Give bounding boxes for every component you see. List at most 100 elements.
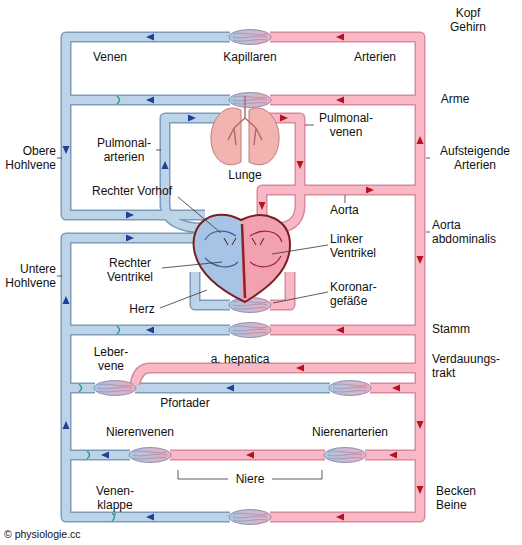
flow-arrow — [417, 256, 424, 264]
heart-part-label: Rechter Ventrikel — [98, 256, 162, 284]
flow-arrow — [126, 212, 134, 219]
leader-line — [162, 262, 222, 268]
heart-valve — [224, 238, 264, 245]
vein-arrows — [63, 34, 235, 521]
heart-septum — [242, 224, 245, 298]
flow-arrow — [297, 161, 304, 169]
vessel-label: Obere Hohlvene — [0, 144, 56, 172]
vessel-label: a. hepatica — [200, 352, 280, 366]
vessel-label: Untere Hohlvene — [0, 262, 56, 290]
lung-lobe — [211, 108, 241, 165]
lung-lobe — [249, 108, 279, 165]
venous-valve — [87, 451, 90, 459]
flow-arrow — [417, 421, 424, 429]
leader-line — [345, 195, 346, 203]
leader-line — [426, 158, 430, 159]
valve-label: Venen- klappe — [90, 484, 140, 512]
vessel-label: Koronar- gefäße — [330, 280, 390, 308]
heart-part-label: Rechter Vorhof — [92, 184, 192, 198]
leader-line — [273, 292, 328, 303]
flow-arrow — [146, 327, 154, 334]
flow-arrow — [280, 115, 288, 122]
vessel-label: Leber- vene — [86, 345, 136, 373]
flow-arrow — [126, 235, 134, 242]
leader-line — [272, 245, 328, 254]
vessel-label: Pfortader — [150, 396, 220, 410]
vessel-label: Pulmonal- venen — [314, 111, 378, 139]
venous-valve — [117, 96, 120, 104]
vessel-label: Nierenvenen — [100, 425, 180, 439]
flow-arrow — [296, 365, 304, 372]
capillary-bed — [324, 448, 366, 463]
leader-lines — [57, 125, 430, 515]
artery-network — [135, 37, 420, 517]
organ-label: Lunge — [222, 168, 268, 182]
region-label: Verdauungs- trakt — [432, 352, 506, 380]
flow-arrow — [146, 97, 154, 104]
heart-valve — [205, 231, 238, 267]
region-label: Stamm — [432, 322, 492, 336]
capillary-bed — [329, 381, 371, 396]
flow-arrow — [336, 97, 344, 104]
flow-arrow — [389, 452, 397, 459]
capillary-bed — [94, 381, 136, 396]
flow-arrow — [63, 146, 70, 154]
region-label: Becken Beine — [436, 484, 494, 512]
flow-arrow — [336, 514, 344, 521]
column-heading: Arterien — [343, 50, 407, 64]
leader-line — [160, 290, 207, 308]
flow-arrow — [146, 514, 154, 521]
region-label: Arme — [430, 92, 480, 106]
artery-arrows — [246, 34, 424, 521]
column-heading: Venen — [80, 50, 140, 64]
flow-arrow — [246, 452, 254, 459]
flow-arrow — [336, 34, 344, 41]
vessel-label: Nierenarterien — [300, 425, 400, 439]
leader-line — [115, 513, 116, 515]
flow-arrow — [162, 161, 169, 169]
venous-valve — [79, 384, 82, 392]
leader-line — [426, 232, 430, 233]
column-heading: Kapillaren — [212, 50, 288, 64]
flow-arrow — [146, 34, 154, 41]
vessel-label: Pulmonal- arterien — [92, 136, 156, 164]
flow-arrow — [336, 327, 344, 334]
organ-label: Niere — [226, 472, 274, 486]
leader-line — [156, 150, 161, 151]
leader-line — [178, 197, 221, 233]
capillary-bed — [129, 448, 171, 463]
capillary-bed — [229, 510, 271, 525]
vessel-label: Aorta abdominalis — [432, 218, 504, 246]
flow-arrow — [188, 115, 196, 122]
flow-arrow — [226, 385, 234, 392]
flow-arrow — [101, 452, 109, 459]
flow-arrow — [392, 385, 400, 392]
flow-arrow — [63, 296, 70, 304]
leader-line — [57, 158, 62, 159]
leader-line — [57, 276, 62, 277]
flow-arrow — [63, 421, 70, 429]
heart-valve — [250, 231, 282, 267]
flow-arrow — [417, 486, 424, 494]
copyright-note: © physiologie.cc — [4, 528, 144, 540]
venous-valve — [112, 513, 115, 521]
bronchi — [228, 96, 262, 145]
artery-outline — [135, 37, 420, 517]
lung-illustration — [211, 96, 279, 165]
region-label: Kopf Gehirn — [440, 6, 496, 34]
flow-arrow — [366, 187, 374, 194]
organ-label: Herz — [122, 302, 162, 316]
capillary-bed — [229, 30, 271, 45]
heart-shape — [194, 215, 290, 302]
vessel-label: Aorta — [330, 203, 374, 217]
vessel-label: Aufsteigende Arterien — [432, 144, 518, 172]
flow-arrow — [259, 202, 266, 210]
leader-line — [305, 125, 314, 126]
capillary-bed — [229, 323, 271, 338]
capillary-bed — [229, 93, 271, 108]
heart-illustration — [194, 215, 290, 302]
heart-part-label: Linker Ventrikel — [330, 232, 392, 260]
